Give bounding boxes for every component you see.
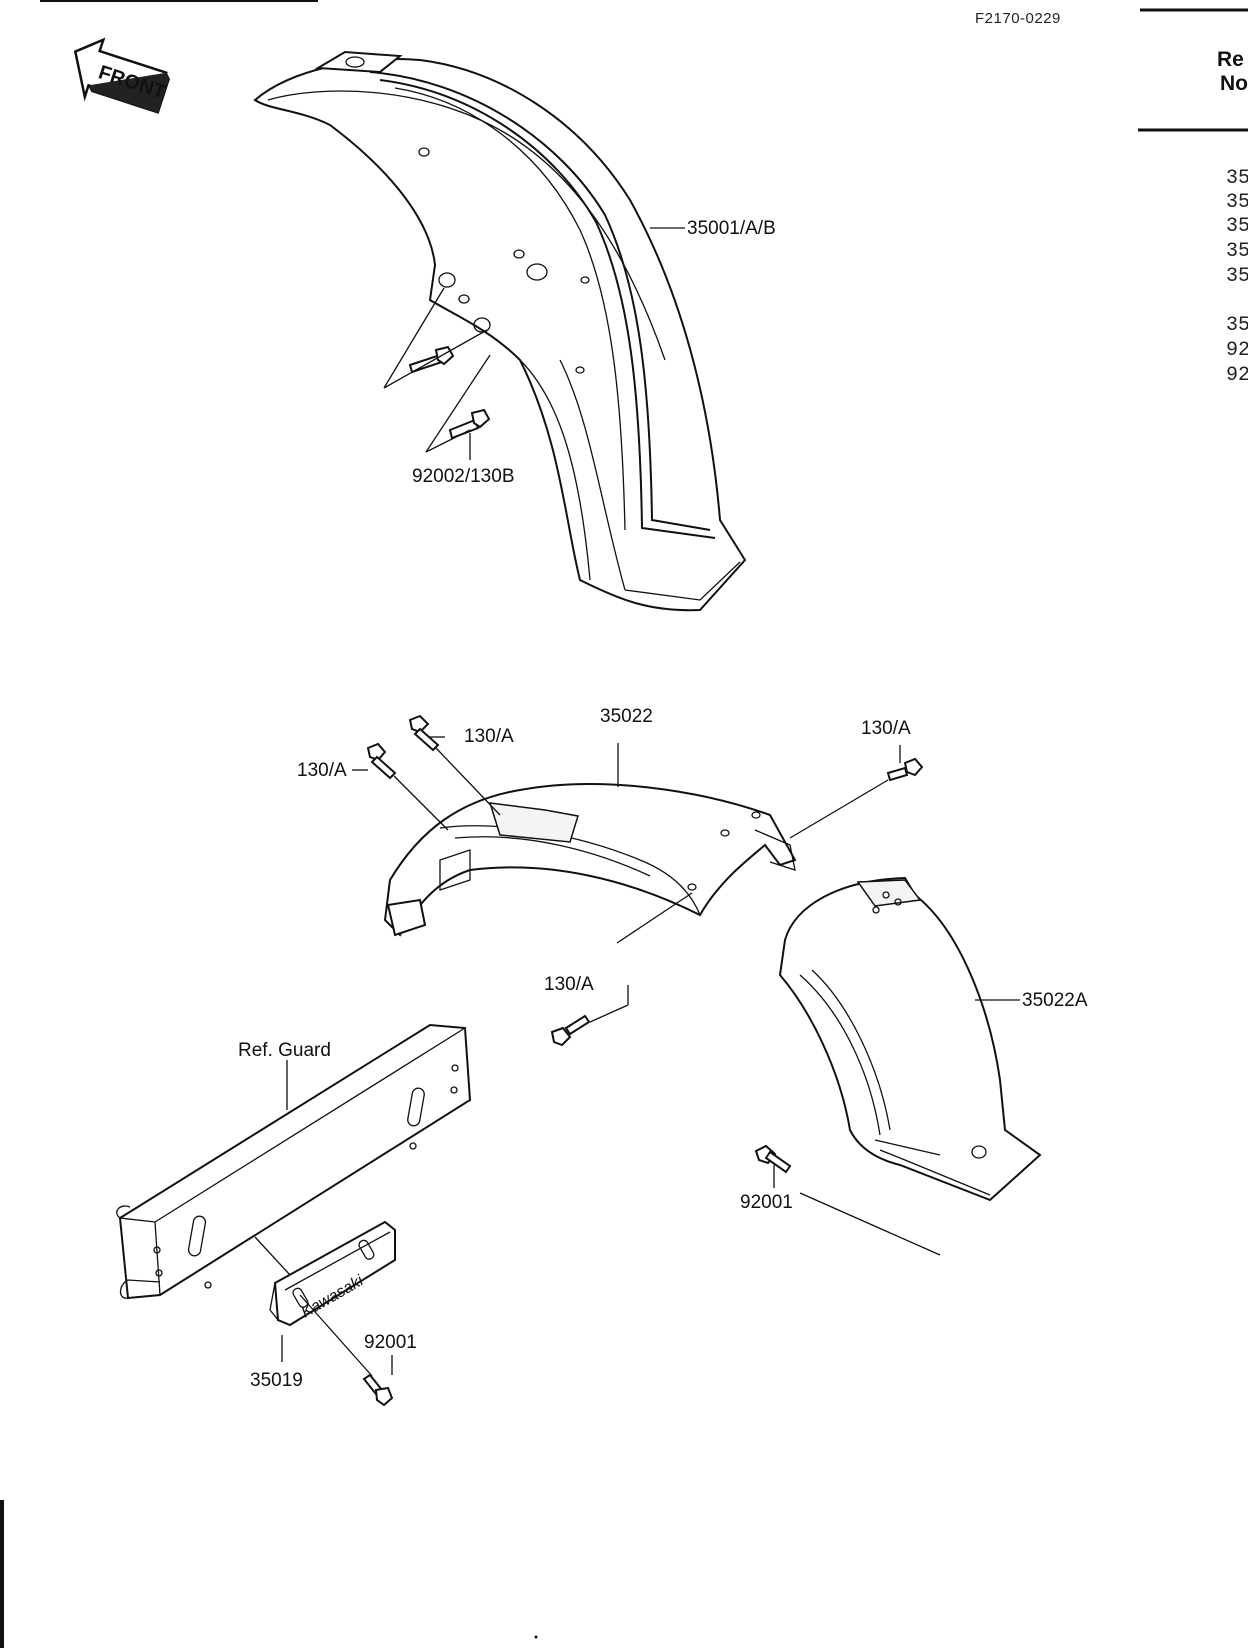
- ref-cell: 35: [1226, 215, 1248, 238]
- ref-no-header-line1: Re: [1217, 48, 1244, 71]
- bolt-130a-left: [366, 742, 397, 780]
- callout-front-fender-bolt: 92002/130B: [412, 466, 515, 487]
- bolt-130a-lower: [550, 1014, 591, 1047]
- rear-flap: [778, 876, 1042, 1202]
- bolt-130a-right: [886, 757, 924, 782]
- callout-front-fender: 35001/A/B: [687, 218, 776, 239]
- ref-no-header-line2: No: [1220, 72, 1248, 95]
- ref-cell: 35: [1226, 265, 1248, 288]
- stray-dot: [534, 1635, 538, 1639]
- callout-emblem: 35019: [250, 1370, 303, 1391]
- ref-cell: 92: [1226, 364, 1248, 387]
- callout-bolt-130a-right: 130/A: [861, 718, 911, 739]
- callout-bolt-130a-left: 130/A: [297, 760, 347, 781]
- callout-flap: 35022A: [1022, 990, 1088, 1011]
- callout-bolt-130a-top: 130/A: [464, 726, 514, 747]
- drawing-code: F2170-0229: [975, 10, 1061, 27]
- emblem-bolt: [362, 1373, 394, 1407]
- callout-flap-bolt: 92001: [740, 1192, 793, 1213]
- rear-fender: [383, 783, 797, 937]
- front-fender: [253, 50, 747, 612]
- callout-rear-fender: 35022: [600, 706, 653, 727]
- bolt-130a-top: [408, 714, 440, 752]
- flap-bolt: [754, 1144, 792, 1174]
- callout-emblem-bolt: 92001: [364, 1332, 417, 1353]
- callout-bolt-130a-lower: 130/A: [544, 974, 594, 995]
- callout-guard: Ref. Guard: [238, 1040, 331, 1061]
- ref-cell: 35: [1226, 314, 1248, 337]
- front-direction-arrow: FRONT: [73, 37, 170, 114]
- ref-cell: 35: [1226, 191, 1248, 214]
- ref-cell: 92: [1226, 339, 1248, 362]
- ref-guard: [116, 1023, 472, 1300]
- ref-number-column: 35 35 35 35 35 35 92 92: [1226, 167, 1248, 387]
- front-fender-bolt-upper: [408, 345, 455, 374]
- ref-cell: 35: [1226, 167, 1248, 190]
- front-fender-bolt-lower: [448, 408, 491, 440]
- ref-cell: 35: [1226, 240, 1248, 263]
